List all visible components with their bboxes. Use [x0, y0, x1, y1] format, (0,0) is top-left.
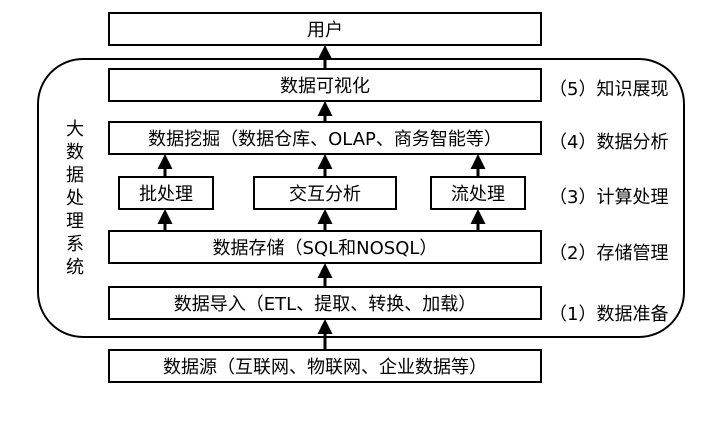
- stage-label-1: （1）数据准备: [549, 304, 669, 325]
- system-label: 大 数 据 处 理 系 统: [63, 118, 87, 279]
- system-label-char: 据: [66, 165, 84, 186]
- system-label-char: 处: [66, 188, 84, 209]
- stage-label-3: （3）计算处理: [549, 187, 669, 208]
- system-label-char: 数: [66, 142, 84, 163]
- storage-box: 数据存储（SQL和NOSQL）: [108, 230, 542, 264]
- system-label-char: 理: [66, 211, 84, 232]
- source-box: 数据源（互联网、物联网、企业数据等）: [108, 349, 542, 383]
- user-box: 用户: [108, 12, 542, 46]
- system-label-char: 统: [66, 257, 84, 278]
- system-label-char: 系: [66, 234, 84, 255]
- stage-label-5: （5）知识展现: [549, 79, 669, 100]
- system-label-char: 大: [66, 119, 84, 140]
- import-box: 数据导入（ETL、提取、转换、加载）: [108, 286, 542, 320]
- stage-label-2: （2）存储管理: [549, 243, 669, 264]
- stage-label-4: （4）数据分析: [549, 132, 669, 153]
- big-data-system-frame: [37, 58, 685, 338]
